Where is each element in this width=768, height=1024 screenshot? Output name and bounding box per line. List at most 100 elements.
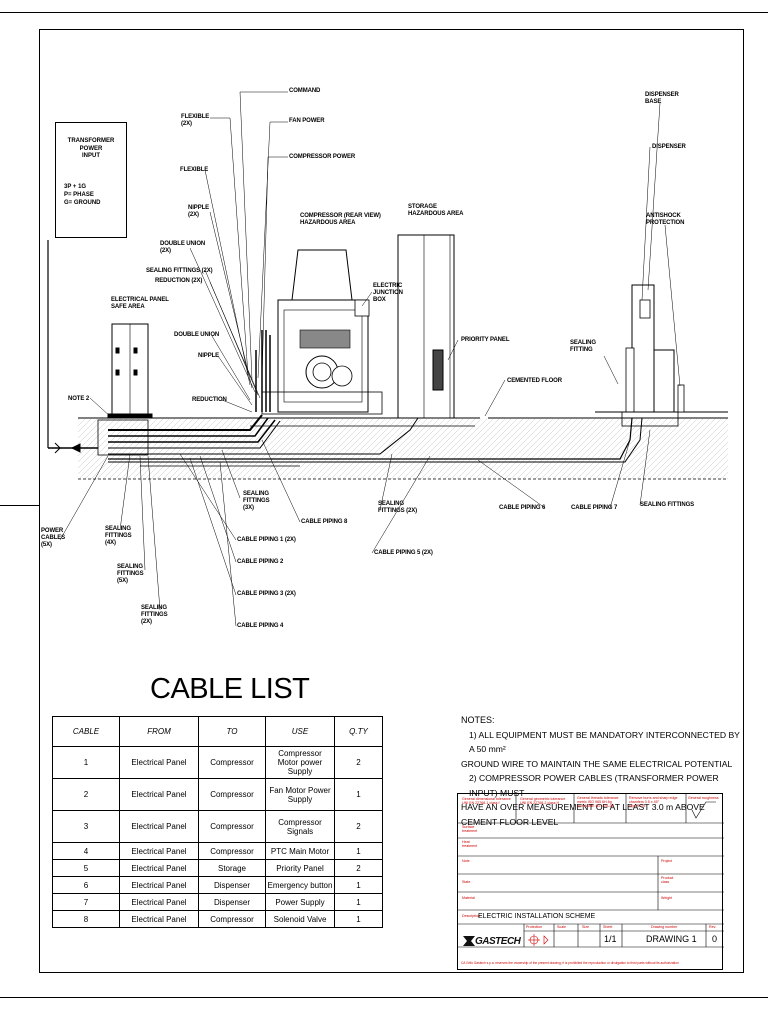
note-2-line-1: 2) COMPRESSOR POWER CABLES (TRANSFORMER … — [469, 773, 719, 798]
table-cell: Electrical Panel — [119, 746, 199, 779]
table-cell: 2 — [334, 746, 383, 779]
column-header: TO — [198, 716, 266, 747]
storage — [397, 234, 455, 419]
project-label: Project — [661, 859, 673, 863]
table-cell: Fan Motor Power Supply — [265, 778, 335, 811]
label-sealing-fittings-5x: SEALING FITTINGS (5X) — [117, 564, 144, 584]
table-cell: Dispenser — [198, 876, 266, 894]
label-flexible: FLEXIBLE — [180, 167, 209, 173]
roughness-label: General roughness — [688, 796, 719, 800]
size-label: Size — [582, 925, 589, 929]
label-cable-piping-5: CABLE PIPING 5 (2X) — [374, 550, 433, 556]
cable-list-table: CABLE FROM TO USE Q.TY 1 Electrical Pane… — [52, 716, 383, 928]
label-dispenser-base: DISPENSER BASE — [645, 92, 679, 105]
table-cell: Compressor — [198, 778, 266, 811]
cable-list-title: CABLE LIST — [150, 673, 310, 705]
table-cell: 1 — [334, 778, 383, 811]
label-reduction-2x: REDUCTION (2X) — [155, 278, 203, 284]
table-row: 1 Electrical Panel Compressor Compressor… — [52, 746, 383, 779]
material-label: Material — [462, 896, 475, 900]
label-double-union: DOUBLE UNION — [174, 332, 220, 338]
table-header-row: CABLE FROM TO USE Q.TY — [52, 716, 383, 747]
weight-label: Weight — [661, 896, 673, 900]
table-cell: Electrical Panel — [119, 810, 199, 843]
label-command: COMMAND — [289, 88, 321, 94]
table-cell: Electrical Panel — [119, 859, 199, 877]
label-power-cables: POWER CABLES (5X) — [41, 528, 66, 548]
label-compressor-rear: COMPRESSOR (REAR VIEW) HAZARDOUS AREA — [300, 213, 381, 226]
table-cell: Compressor — [198, 746, 266, 779]
table-cell: 3 — [52, 810, 120, 843]
title-block: General dimensional tolerance UNI EN 227… — [457, 793, 724, 970]
label-sealing-fitting: SEALING FITTING — [570, 340, 596, 353]
transformer-title: TRANSFORMER POWER INPUT — [67, 138, 115, 159]
label-sealing-fittings-2x-low: SEALING FITTINGS (2X) — [141, 605, 168, 625]
dim-tolerance: General dimensional tolerance UNI EN 227… — [462, 797, 511, 805]
drawing-number-value: DRAWING 1 — [646, 934, 697, 944]
protection-symbol-icon — [528, 934, 549, 946]
dispenser — [621, 284, 685, 427]
table-cell: Power Supply — [265, 893, 335, 911]
label-storage: STORAGE HAZARDOUS AREA — [408, 204, 464, 217]
scale-label: Scale — [557, 925, 566, 929]
table-cell: 1 — [334, 876, 383, 894]
table-cell: 1 — [334, 893, 383, 911]
surface-treatment-label: Surface treatment — [462, 825, 478, 833]
table-cell: 2 — [334, 810, 383, 843]
table-cell: Storage — [198, 859, 266, 877]
column-header: Q.TY — [334, 716, 383, 747]
label-note-2: NOTE 2 — [68, 396, 90, 402]
table-cell: Compressor — [198, 842, 266, 860]
table-cell: 4 — [52, 842, 120, 860]
table-cell: Compressor Motor power Supply — [265, 746, 335, 779]
table-cell: 6 — [52, 876, 120, 894]
installation-diagram — [47, 91, 728, 627]
table-row: 2 Electrical Panel Compressor Fan Motor … — [52, 778, 383, 811]
description-label: Description — [462, 914, 480, 918]
label-sealing-fittings-2x-top: SEALING FITTINGS (2X) — [146, 268, 213, 274]
notes-heading: NOTES: — [461, 715, 495, 725]
heat-treatment-label: Heat treatment — [462, 840, 478, 848]
label-dispenser: DISPENSER — [652, 144, 686, 150]
table-cell: Solenoid Valve — [265, 910, 335, 928]
label-reduction: REDUCTION — [192, 397, 227, 403]
drawing-description: ELECTRIC INSTALLATION SCHEME — [478, 913, 596, 920]
label-sealing-fittings-right: SEALING FITTINGS — [640, 502, 695, 508]
sheet-label: Sheet — [603, 925, 613, 929]
label-flexible-2x: FLEXIBLE (2X) — [181, 114, 210, 127]
column-header: FROM — [119, 716, 199, 747]
label-junction-box: ELECTRIC JUNCTION BOX — [373, 283, 403, 303]
table-cell: Compressor — [198, 910, 266, 928]
table-cell: Compressor Signals — [265, 810, 335, 843]
label-nipple: NIPPLE — [198, 353, 220, 359]
geo-tolerance: General geometric tolerance UNI EN 22768… — [520, 797, 566, 805]
label-sealing-fittings-2x-mid: SEALING FITTINGS (2X) — [378, 501, 418, 514]
title-block-grid — [458, 794, 724, 948]
rev-label: Rev. — [709, 925, 717, 929]
table-cell: Electrical Panel — [119, 876, 199, 894]
edges-note: Remove burrs and sharp edge chamfers 0.5… — [629, 796, 678, 808]
label-antishock: ANTISHOCK PROTECTION — [646, 213, 685, 226]
table-cell: Electrical Panel — [119, 910, 199, 928]
note-2-line-2: HAVE AN OVER MEASUREMENT OF AT LEAST 3.0… — [461, 802, 705, 827]
rev-value: 0 — [712, 934, 718, 944]
table-cell: 7 — [52, 893, 120, 911]
gastech-logo: GASTECH — [462, 934, 521, 948]
transformer-box: TRANSFORMER POWER INPUT 3P + 1G P= PHASE… — [55, 122, 127, 238]
label-cable-piping-3: CABLE PIPING 3 (2X) — [237, 591, 296, 597]
table-cell: Electrical Panel — [119, 842, 199, 860]
table-cell: 1 — [334, 842, 383, 860]
note-label: Note — [462, 859, 470, 863]
copyright-notice: CA Grifo Gastech s.p.a. reserves the own… — [461, 961, 679, 965]
logo-mark-icon — [463, 936, 475, 946]
table-row: 7 Electrical Panel Dispenser Power Suppl… — [52, 893, 383, 911]
table-row: 6 Electrical Panel Dispenser Emergency b… — [52, 876, 383, 894]
table-cell: PTC Main Motor — [265, 842, 335, 860]
notes-block: NOTES: 1) ALL EQUIPMENT MUST BE MANDATOR… — [461, 713, 741, 829]
table-cell: Dispenser — [198, 893, 266, 911]
drawing-number-label: Drawing number — [651, 925, 678, 929]
frame-side-tick — [0, 505, 39, 506]
table-cell: 8 — [52, 910, 120, 928]
label-priority-panel: PRIORITY PANEL — [461, 337, 510, 343]
